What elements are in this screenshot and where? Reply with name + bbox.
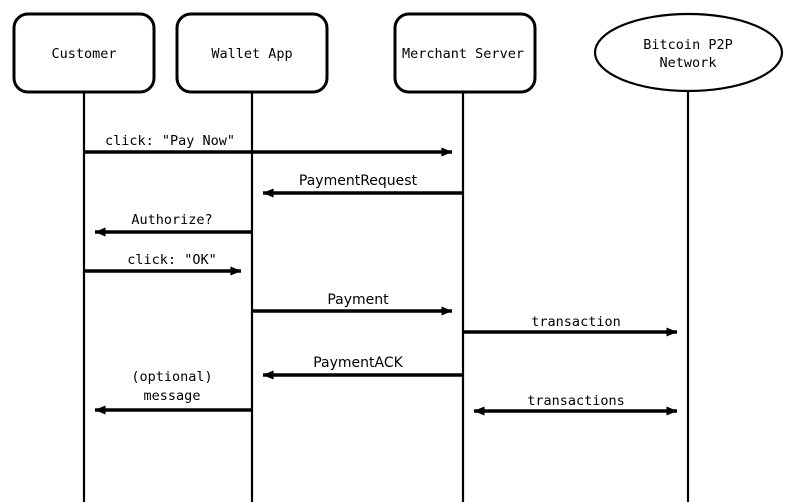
message-transaction[interactable]: transaction — [463, 314, 678, 337]
message-transactions[interactable]: transactions — [473, 393, 678, 416]
participant-bitcoin[interactable]: Bitcoin P2P Network — [593, 12, 784, 93]
message-optional-message[interactable]: (optional) message — [94, 369, 252, 415]
lifelines-group — [82, 91, 690, 502]
message-payment-request[interactable]: PaymentRequest — [262, 173, 463, 198]
message-transactions-label: transactions — [527, 393, 625, 409]
participant-customer[interactable]: Customer — [12, 12, 156, 94]
participant-bitcoin-ellipse[interactable] — [593, 12, 784, 93]
message-click-pay-now-label: click: "Pay Now" — [105, 133, 235, 149]
participant-wallet[interactable]: Wallet App — [175, 12, 329, 94]
message-optional-message-label-line1: (optional) — [131, 369, 212, 385]
participant-customer-label: Customer — [51, 46, 116, 62]
participant-wallet-box[interactable] — [175, 12, 329, 94]
message-click-ok[interactable]: click: "OK" — [84, 252, 242, 276]
participant-customer-box[interactable] — [12, 12, 156, 94]
message-authorize-label: Authorize? — [131, 212, 212, 228]
message-click-pay-now[interactable]: click: "Pay Now" — [84, 133, 453, 157]
participant-bitcoin-label-line1: Bitcoin P2P — [643, 37, 732, 53]
message-payment-label: Payment — [327, 292, 389, 308]
message-payment[interactable]: Payment — [252, 292, 453, 316]
message-click-ok-label: click: "OK" — [127, 252, 216, 268]
message-payment-ack[interactable]: PaymentACK — [262, 355, 463, 380]
message-authorize[interactable]: Authorize? — [94, 212, 252, 237]
participant-merchant-box[interactable] — [393, 12, 537, 94]
participant-bitcoin-label-line2: Network — [660, 55, 717, 71]
participant-merchant-label: Merchant Server — [402, 46, 524, 62]
message-optional-message-label-line2: message — [144, 388, 201, 404]
message-payment-request-label: PaymentRequest — [299, 173, 418, 189]
participant-merchant[interactable]: Merchant Server — [393, 12, 537, 94]
participant-wallet-label: Wallet App — [211, 46, 292, 62]
message-payment-ack-label: PaymentACK — [313, 355, 403, 371]
message-transaction-label: transaction — [531, 314, 620, 330]
